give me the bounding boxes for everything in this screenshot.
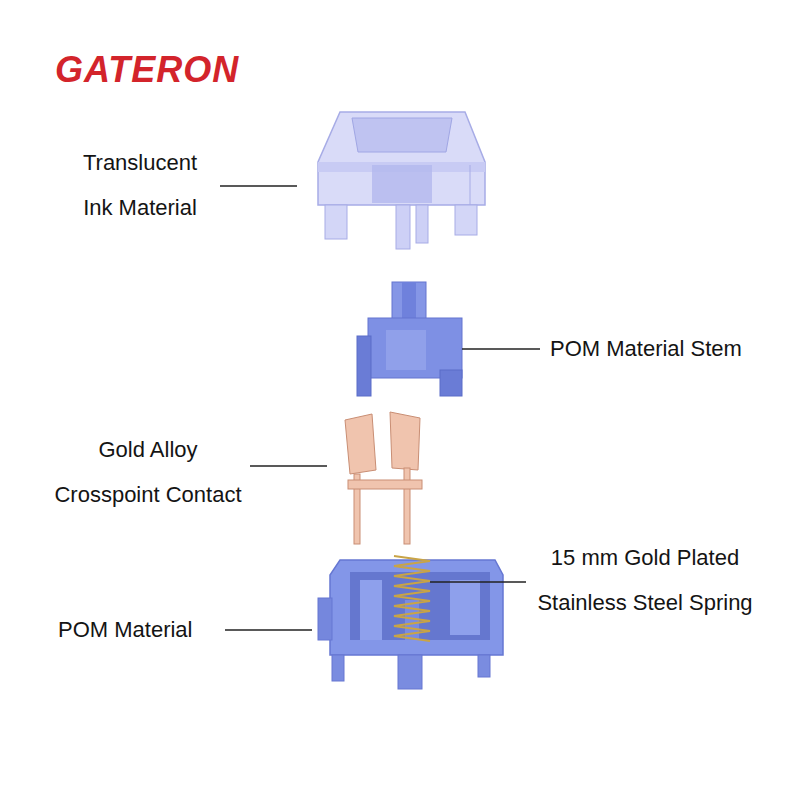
stem bbox=[357, 282, 462, 396]
housing-wall bbox=[360, 580, 382, 640]
housing-body bbox=[318, 112, 485, 205]
stem-leg bbox=[440, 370, 462, 396]
stem-leg bbox=[357, 336, 371, 396]
top-housing bbox=[318, 112, 485, 249]
leader-line bbox=[462, 348, 540, 350]
part-label: Translucent Ink Material bbox=[70, 140, 210, 230]
stem-cross-shade bbox=[402, 282, 416, 322]
crosspoint-contact bbox=[345, 412, 422, 544]
spring bbox=[394, 556, 430, 641]
contact-leaf bbox=[390, 412, 420, 470]
leader-line bbox=[250, 465, 327, 467]
housing-leg bbox=[455, 205, 477, 235]
housing-body bbox=[330, 560, 503, 655]
stem-face bbox=[386, 330, 426, 370]
housing-pin bbox=[478, 655, 490, 677]
housing-pin bbox=[332, 655, 344, 681]
housing-clip bbox=[396, 205, 410, 249]
housing-pole bbox=[398, 655, 422, 689]
part-label: Gold Alloy Crosspoint Contact bbox=[50, 427, 246, 517]
part-label: POM Material Stem bbox=[550, 326, 785, 371]
leader-line bbox=[225, 629, 312, 631]
contact-leaf bbox=[345, 414, 376, 474]
housing-inner bbox=[372, 165, 432, 203]
housing-wall bbox=[450, 580, 480, 635]
housing-edge bbox=[470, 165, 471, 205]
housing-window bbox=[352, 118, 452, 152]
contact-pin bbox=[404, 468, 410, 544]
leader-line bbox=[430, 581, 526, 583]
part-label: POM Material bbox=[58, 607, 218, 652]
leader-lines bbox=[220, 186, 540, 630]
stem-cross bbox=[392, 282, 426, 322]
housing-leg bbox=[325, 205, 347, 239]
part-label: 15 mm Gold Plated Stainless Steel Spring bbox=[532, 535, 758, 625]
stem-body bbox=[368, 318, 462, 378]
housing-clip bbox=[318, 598, 332, 640]
housing-clip bbox=[416, 205, 428, 243]
brand-title: GATERON bbox=[55, 52, 239, 88]
contact-bar bbox=[348, 480, 422, 489]
leader-line bbox=[220, 185, 297, 187]
